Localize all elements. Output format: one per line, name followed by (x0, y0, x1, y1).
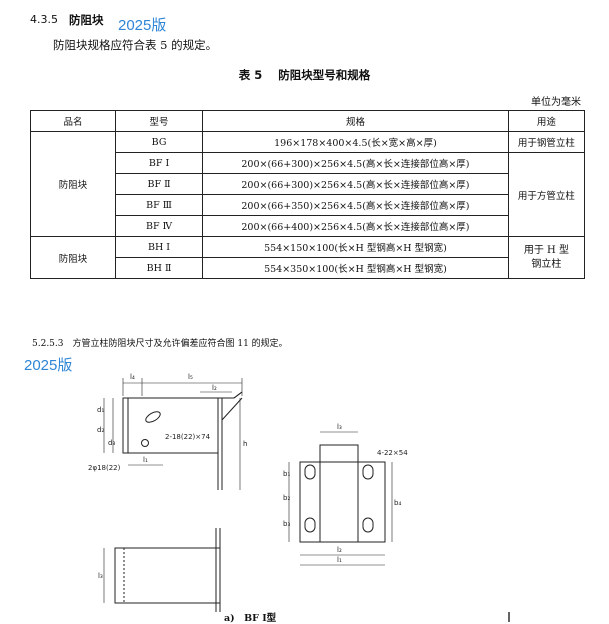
cell-usage: 用于 H 型 钢立柱 (507, 236, 586, 279)
label-d3: d₃ (108, 439, 115, 447)
label-h: h (243, 440, 247, 448)
label-l1: l₁ (143, 456, 148, 464)
label-l5: l₅ (188, 373, 193, 381)
table-row: 防阻块 BG 196×178×400×4.5(长×宽×高×厚) 用于钢管立柱 (29, 131, 586, 237)
cell-spec: 554×350×100(长×H 型钢高×H 型钢宽) (202, 257, 509, 279)
label-b4: b₄ (394, 499, 401, 507)
label-holes-front: 4-22×54 (377, 449, 408, 457)
label-l3-bottom: l₃ (98, 572, 103, 580)
label-b3: b₃ (283, 520, 290, 528)
label-d2: d₂ (97, 426, 104, 434)
figure-caption: a) BF Ⅰ型 (224, 613, 277, 624)
cell-model: BG (115, 131, 204, 153)
cell-model: BF Ⅳ (115, 215, 204, 237)
section-paragraph: 防阻块规格应符合表 5 的规定。 (53, 38, 218, 52)
version-tag: 2025版 (24, 357, 73, 374)
figure-reference: 5.2.5.3 方管立柱防阻块尺寸及允许偏差应符合图 11 的规定。 (32, 339, 288, 349)
label-b1: b₁ (283, 470, 290, 478)
cell-name: 防阻块 (29, 131, 117, 237)
cell-usage-line1: 用于 H 型 (523, 244, 569, 256)
unit-note: 单位为毫米 (531, 97, 581, 108)
table-header-row: 品名 型号 规格 用途 (29, 110, 586, 132)
section-title: 防阻块 (69, 13, 104, 27)
label-holes-round: 2φ18(22) (88, 464, 121, 472)
section-number: 4.3.5 (30, 13, 58, 26)
table-row: BF Ⅰ 200×(66+300)×256×4.5(高×长×连接部位高×厚) 用… (31, 152, 586, 237)
bottom-view (103, 528, 221, 612)
label-l2-front: l₂ (337, 546, 342, 554)
table-caption-title: 防阻块型号和规格 (278, 68, 371, 82)
cell-usage: 用于方管立柱 (507, 152, 586, 237)
label-holes-side: 2-18(22)×74 (165, 433, 211, 441)
table-caption-number: 表 5 (238, 68, 263, 82)
front-view (288, 431, 393, 566)
label-l4: l₄ (130, 373, 135, 381)
table-row: BF Ⅳ 200×(66+400)×256×4.5(高×长×连接部位高×厚) (31, 215, 585, 237)
cell-usage-line2: 钢立柱 (531, 258, 562, 270)
table-row: BF Ⅱ 200×(66+300)×256×4.5(高×长×连接部位高×厚) (31, 173, 585, 195)
side-view (103, 378, 243, 490)
label-l3: l₃ (337, 423, 342, 431)
cell-model: BH Ⅱ (115, 257, 204, 279)
table-row: BH Ⅱ 554×350×100(长×H 型钢高×H 型钢宽) (31, 257, 585, 279)
cell-name: 防阻块 (29, 236, 117, 279)
spec-table: 品名 型号 规格 用途 防阻块 BG 196×178×400×4.5(长×宽×高… (29, 110, 586, 279)
table-row: 防阻块 BH Ⅰ 554×150×100(长×H 型钢高×H 型钢宽) 用于 H… (29, 236, 586, 279)
label-b2: b₂ (283, 494, 290, 502)
label-l2: l₂ (212, 384, 217, 392)
label-l1-front: l₁ (337, 556, 342, 564)
version-tag: 2025版 (118, 17, 167, 34)
label-d1: d₁ (97, 406, 104, 414)
table-caption: 表 5 防阻块型号和规格 (0, 67, 609, 83)
